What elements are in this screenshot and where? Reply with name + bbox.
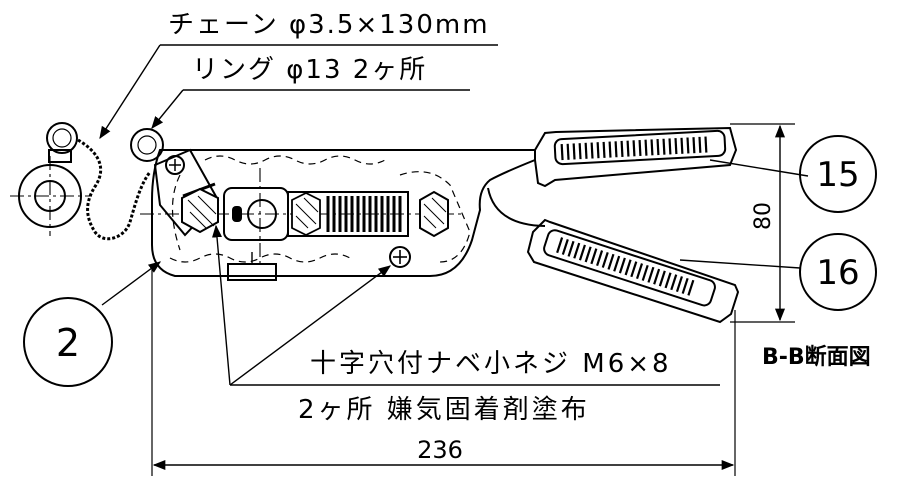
tool-body-section: [140, 148, 546, 281]
balloon-16-leader: [679, 259, 801, 269]
upper-handle: [534, 126, 738, 188]
balloon-2-leader: [101, 261, 162, 306]
dimension-236: 236: [151, 265, 736, 476]
glue-note-label: 2ヶ所 嫌気固着剤塗布: [298, 395, 590, 425]
balloon-2: [23, 297, 113, 387]
balloon-15-leader: [709, 159, 809, 177]
ring-leader-line: [151, 89, 184, 129]
chain-spec-label: チェーン φ3.5×130mm: [168, 10, 490, 40]
ring-spec-label: リング φ13 2ヶ所: [192, 55, 427, 85]
tag-plate: [10, 122, 92, 236]
dimension-80-label: 80: [751, 202, 776, 230]
dimension-80: 80: [730, 123, 795, 323]
balloon-16-label: 16: [816, 253, 859, 293]
balloon-2-label: 2: [56, 321, 80, 365]
balloon-15-label: 15: [816, 155, 859, 195]
ring: [130, 128, 164, 162]
chain: [77, 138, 152, 241]
balloon-16: [799, 233, 877, 311]
screw-spec-label: 十字穴付ナベ小ネジ M6×8: [310, 349, 672, 379]
screw-leader-a: [229, 265, 392, 386]
section-title: B-B断面図: [762, 344, 871, 370]
chain-leader-line: [99, 44, 161, 140]
screw-leader-b: [211, 224, 231, 386]
dimension-236-label: 236: [417, 436, 463, 464]
lower-handle: [526, 218, 740, 324]
balloon-15: [799, 135, 877, 213]
